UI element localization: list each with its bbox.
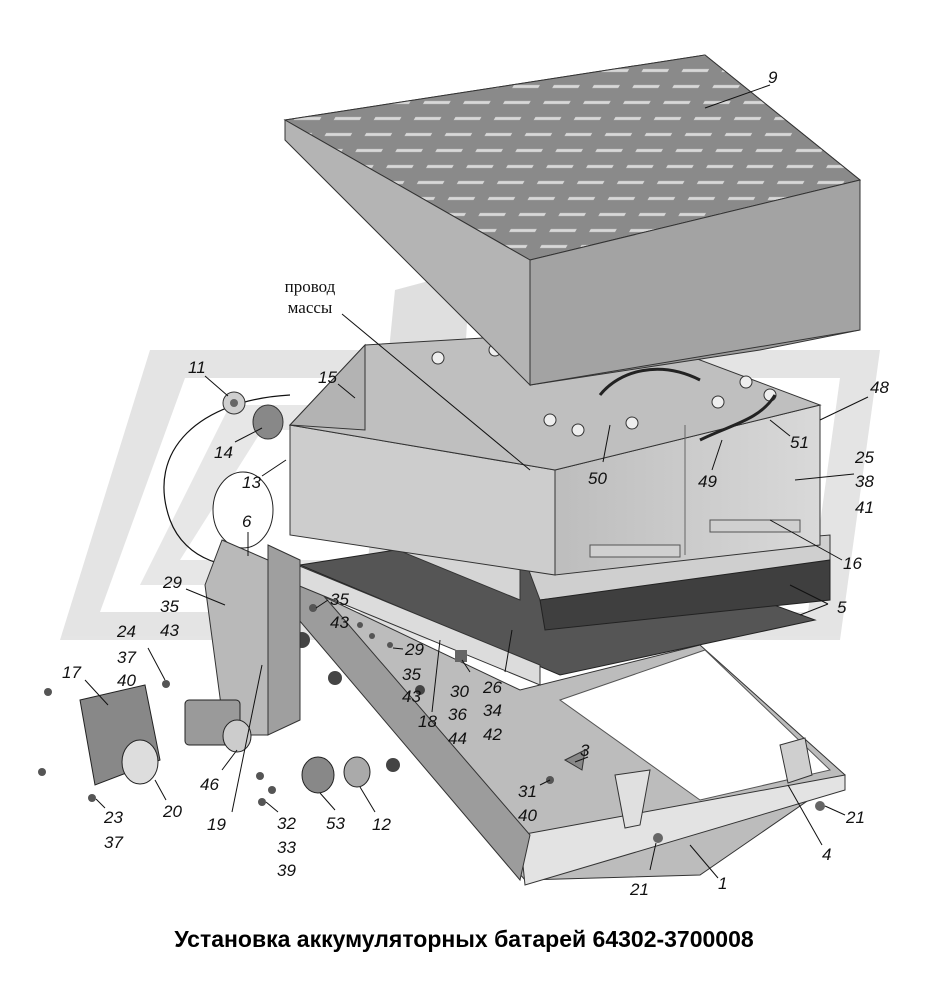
callout-12: 12 — [372, 815, 391, 834]
battery-cover — [283, 54, 862, 387]
callout-46: 46 — [200, 775, 219, 794]
callout-34: 34 — [483, 701, 502, 720]
battery-box — [288, 329, 822, 576]
callout-18: 18 — [418, 712, 437, 731]
callout-41: 41 — [855, 498, 874, 517]
callout-51: 51 — [790, 433, 809, 452]
base-frame — [263, 579, 846, 886]
callout-1: 1 — [718, 874, 727, 893]
callout-labels: 9 11 15 14 13 48 51 50 49 25 38 41 6 16 … — [62, 68, 889, 899]
callout-21-b: 21 — [845, 808, 865, 827]
callout-38: 38 — [855, 472, 874, 491]
small-parts — [38, 391, 651, 829]
callout-35-b: 35 — [330, 590, 349, 609]
callout-29-b: 29 — [404, 640, 424, 659]
callout-29: 29 — [162, 573, 182, 592]
callout-20: 20 — [162, 802, 182, 821]
callout-26: 26 — [482, 678, 502, 697]
callout-17: 17 — [62, 663, 81, 682]
callout-48: 48 — [870, 378, 889, 397]
callout-40: 40 — [117, 671, 136, 690]
callout-16: 16 — [843, 554, 862, 573]
callout-21: 21 — [629, 880, 649, 899]
callout-40-b: 40 — [518, 806, 537, 825]
callout-33: 33 — [277, 838, 296, 857]
callout-4: 4 — [822, 845, 831, 864]
callout-3: 3 — [580, 741, 590, 760]
callout-49: 49 — [698, 472, 717, 491]
callout-43: 43 — [160, 621, 179, 640]
callout-35: 35 — [160, 597, 179, 616]
callout-37: 37 — [117, 648, 136, 667]
ground-wire-label-line2: массы — [288, 298, 333, 317]
callout-11: 11 — [188, 358, 206, 377]
callout-13: 13 — [242, 473, 261, 492]
callout-25: 25 — [854, 448, 874, 467]
callout-14: 14 — [214, 443, 233, 462]
callout-44: 44 — [448, 729, 467, 748]
callout-37-b: 37 — [104, 833, 123, 852]
callout-32: 32 — [277, 814, 296, 833]
callout-9: 9 — [768, 68, 778, 87]
callout-31: 31 — [518, 782, 537, 801]
callout-43-c: 43 — [402, 687, 421, 706]
leader-lines — [84, 84, 869, 879]
callout-23: 23 — [103, 808, 123, 827]
callout-24: 24 — [116, 622, 136, 641]
callout-39: 39 — [277, 861, 296, 880]
callout-15: 15 — [318, 368, 337, 387]
callout-30: 30 — [450, 682, 469, 701]
callout-36: 36 — [448, 705, 467, 724]
callout-19: 19 — [207, 815, 226, 834]
ground-wire-label-line1: провод — [285, 277, 336, 296]
callout-53: 53 — [326, 814, 345, 833]
callout-35-c: 35 — [402, 665, 421, 684]
callout-50: 50 — [588, 469, 607, 488]
callout-42: 42 — [483, 725, 502, 744]
diagram-caption: Установка аккумуляторных батарей 64302-3… — [174, 926, 754, 952]
callout-6: 6 — [242, 512, 252, 531]
callout-43-b: 43 — [330, 613, 349, 632]
callout-5: 5 — [837, 598, 847, 617]
